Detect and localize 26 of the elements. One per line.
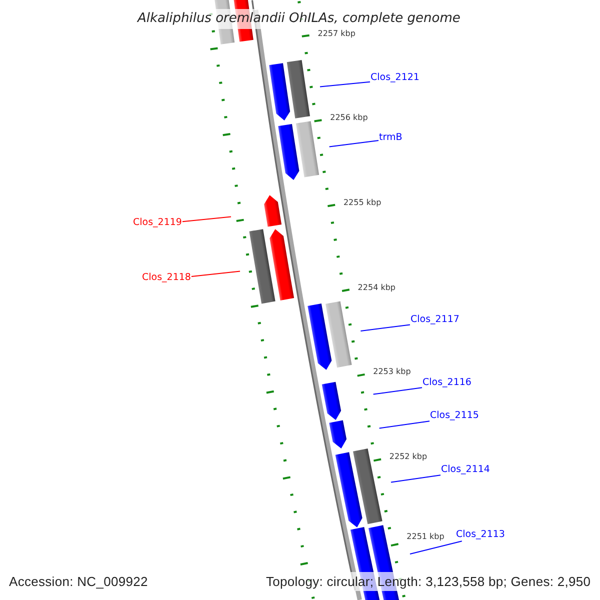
leader-line: [328, 140, 379, 148]
gene-label: Clos_2114: [441, 464, 490, 476]
leader-line: [390, 474, 441, 483]
gene-label: Clos_2118: [142, 272, 191, 284]
genome-stats-label: Topology: circular; Length: 3,123,558 bp; Genes: 2,950: [266, 572, 591, 591]
gene-label: Clos_2121: [370, 72, 420, 84]
gene-label: Clos_2113: [456, 529, 505, 541]
gene-label: Clos_2116: [422, 376, 472, 389]
scale-label: 2252 kbp: [389, 452, 428, 462]
scale-label: 2257 kbp: [318, 28, 356, 38]
leader-line: [378, 420, 430, 429]
scale-label: 2253 kbp: [373, 367, 411, 376]
leader-line: [190, 270, 240, 277]
scale-label: 2256 kbp: [330, 113, 368, 122]
leader-line: [410, 540, 462, 554]
leader-line: [182, 216, 232, 222]
scale-label: 2254 kbp: [358, 282, 396, 292]
leader-line: [372, 387, 422, 395]
gene-label: trmB: [379, 132, 402, 144]
gene-label: Clos_2115: [430, 410, 479, 422]
gene-label: Clos_2117: [410, 314, 460, 326]
leader-line: [360, 324, 410, 332]
scale-label: 2255 kbp: [343, 198, 382, 208]
gene-label: Clos_2119: [133, 216, 182, 229]
leader-line: [320, 81, 370, 88]
scale-label: 2251 kbp: [406, 532, 444, 541]
